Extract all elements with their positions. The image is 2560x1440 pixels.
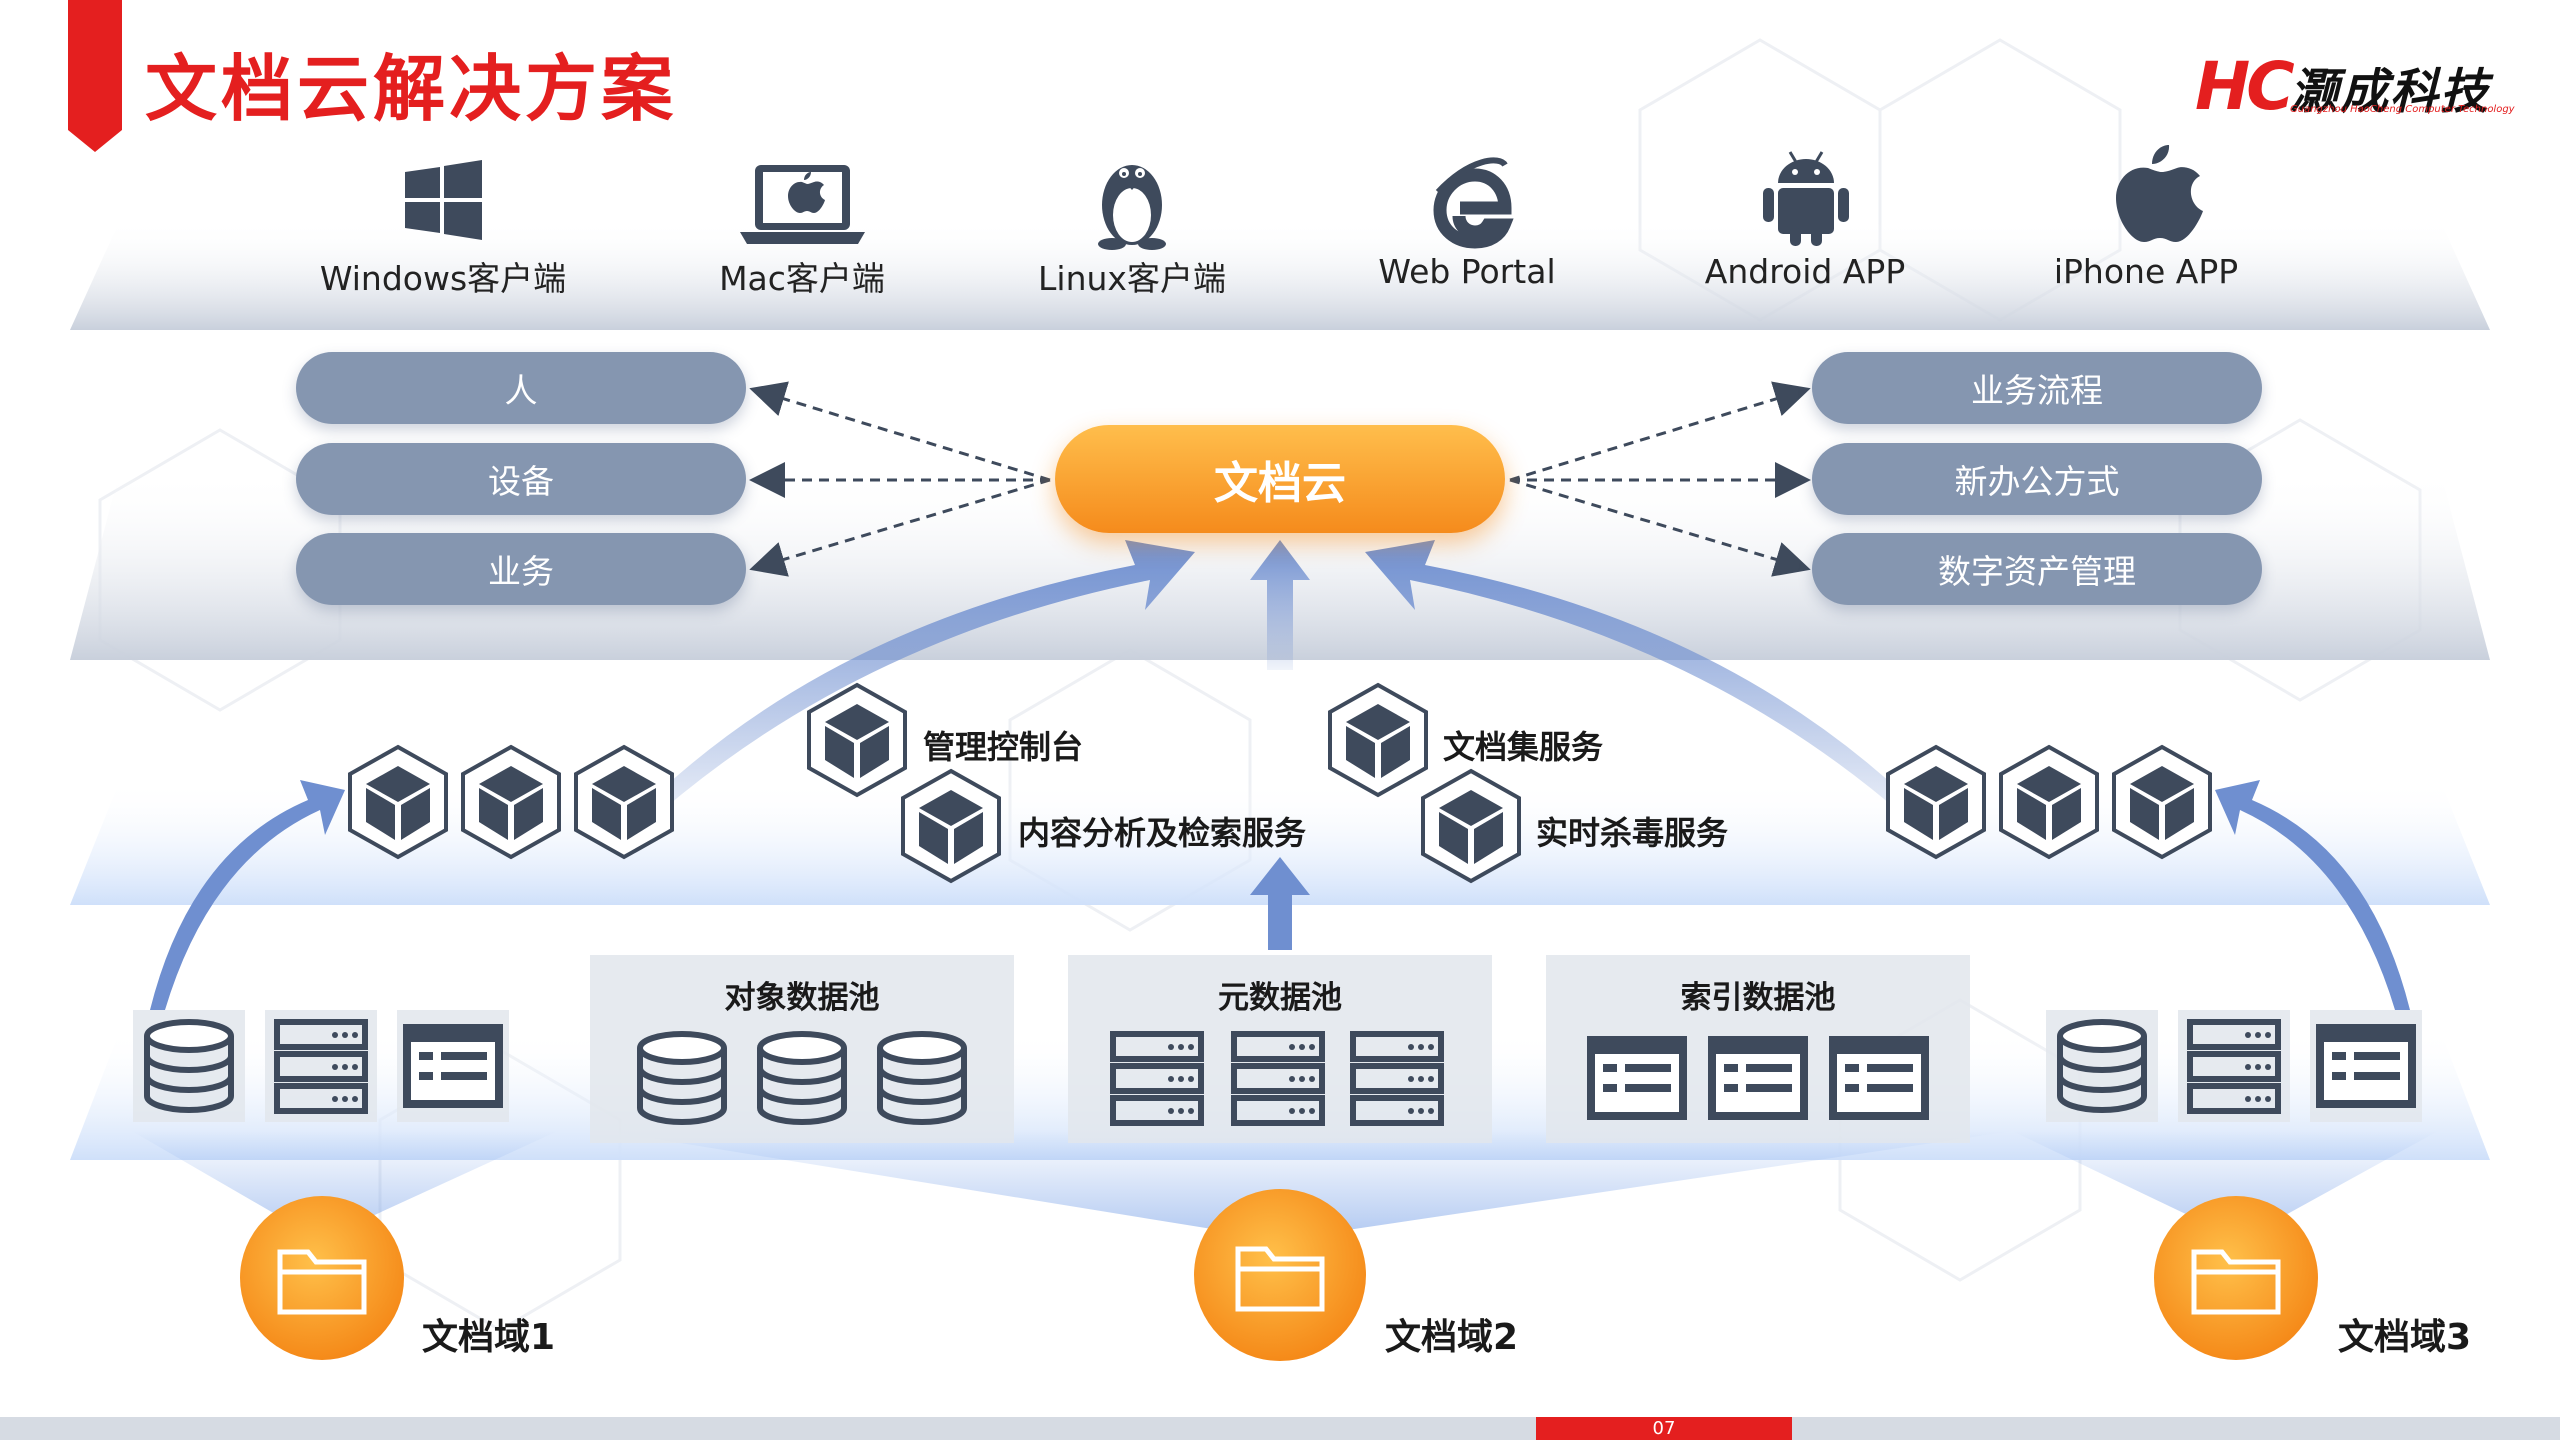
service-label-content-search: 内容分析及检索服务 <box>1018 814 1307 852</box>
client-label-web-portal: Web Portal <box>1378 252 1556 291</box>
client-label-windows: Windows客户端 <box>319 259 567 298</box>
client-label-mac: Mac客户端 <box>719 259 885 298</box>
service-node-console <box>807 683 907 797</box>
client-band <box>70 220 2490 330</box>
service-label-antivirus: 实时杀毒服务 <box>1536 814 1729 852</box>
target-pill-device: 设备 <box>296 443 746 515</box>
pool-label-metadata: 元数据池 <box>1218 980 1342 1016</box>
curve-arrow-left-core <box>625 540 1195 830</box>
flow-arrows <box>150 540 2410 1010</box>
pool-label-object-data: 对象数据池 <box>724 980 880 1016</box>
storage-group-right <box>2046 1010 2422 1122</box>
cube-group-right <box>1886 745 2212 859</box>
storage-group-left <box>133 1010 509 1122</box>
android-icon <box>1763 151 1849 246</box>
beam-domain-1 <box>130 1130 560 1240</box>
curve-arrow-left-storage <box>150 780 345 1010</box>
curve-arrow-right-core <box>1365 540 1935 830</box>
service-node-antivirus <box>1421 769 1521 883</box>
target-pill-business-process: 业务流程 <box>1812 352 2262 424</box>
client-label-linux: Linux客户端 <box>1038 259 1226 298</box>
domain-label-1: 文档域1 <box>422 1317 556 1358</box>
internet-explorer-icon <box>1433 157 1514 249</box>
company-logo-mark: HC <box>2195 48 2295 125</box>
service-node-content-search <box>901 769 1001 883</box>
domain-folder-3 <box>2154 1196 2318 1360</box>
arrow-pools-to-services <box>1250 857 1310 950</box>
document-cloud-core: 文档云 <box>1055 425 1505 533</box>
curve-arrow-right-storage <box>2215 780 2410 1010</box>
linux-tux-icon <box>1098 165 1166 250</box>
company-logo-name: 灏成科技 <box>2290 64 2491 120</box>
footer-bar <box>0 1417 2560 1440</box>
domain-folder-1 <box>240 1196 404 1360</box>
pool-label-index-data: 索引数据池 <box>1680 980 1836 1016</box>
client-label-iphone: iPhone APP <box>2053 252 2239 291</box>
beam-domain-2 <box>600 1130 2020 1240</box>
service-node-doc-set <box>1328 683 1428 797</box>
header-accent-bar <box>68 0 122 152</box>
dashed-connectors <box>749 381 1811 577</box>
pool-index-icons <box>1587 1036 1929 1120</box>
apple-icon <box>2116 145 2203 242</box>
page-number: 07 <box>1536 1417 1792 1440</box>
domain-label-3: 文档域3 <box>2338 1317 2472 1358</box>
domain-folder-2 <box>1194 1189 1366 1361</box>
target-pill-people: 人 <box>296 352 746 424</box>
mac-laptop-icon <box>740 165 865 244</box>
client-label-android: Android APP <box>1704 252 1906 291</box>
service-band <box>70 780 2490 905</box>
page-title: 文档云解决方案 <box>145 47 678 131</box>
beam-domain-3 <box>2010 1130 2440 1240</box>
service-label-doc-set: 文档集服务 <box>1443 728 1604 766</box>
target-pill-business: 业务 <box>296 533 746 605</box>
target-pill-digital-assets: 数字资产管理 <box>1812 533 2262 605</box>
target-pill-new-office: 新办公方式 <box>1812 443 2262 515</box>
straight-arrow-core <box>1250 540 1310 670</box>
service-label-console: 管理控制台 <box>923 728 1084 766</box>
domain-label-2: 文档域2 <box>1385 1317 1519 1358</box>
windows-icon <box>405 160 482 240</box>
company-logo-subtitle: Guangzhou HaoCheng Computer Technology <box>2290 104 2515 115</box>
cube-group-left <box>348 745 674 859</box>
